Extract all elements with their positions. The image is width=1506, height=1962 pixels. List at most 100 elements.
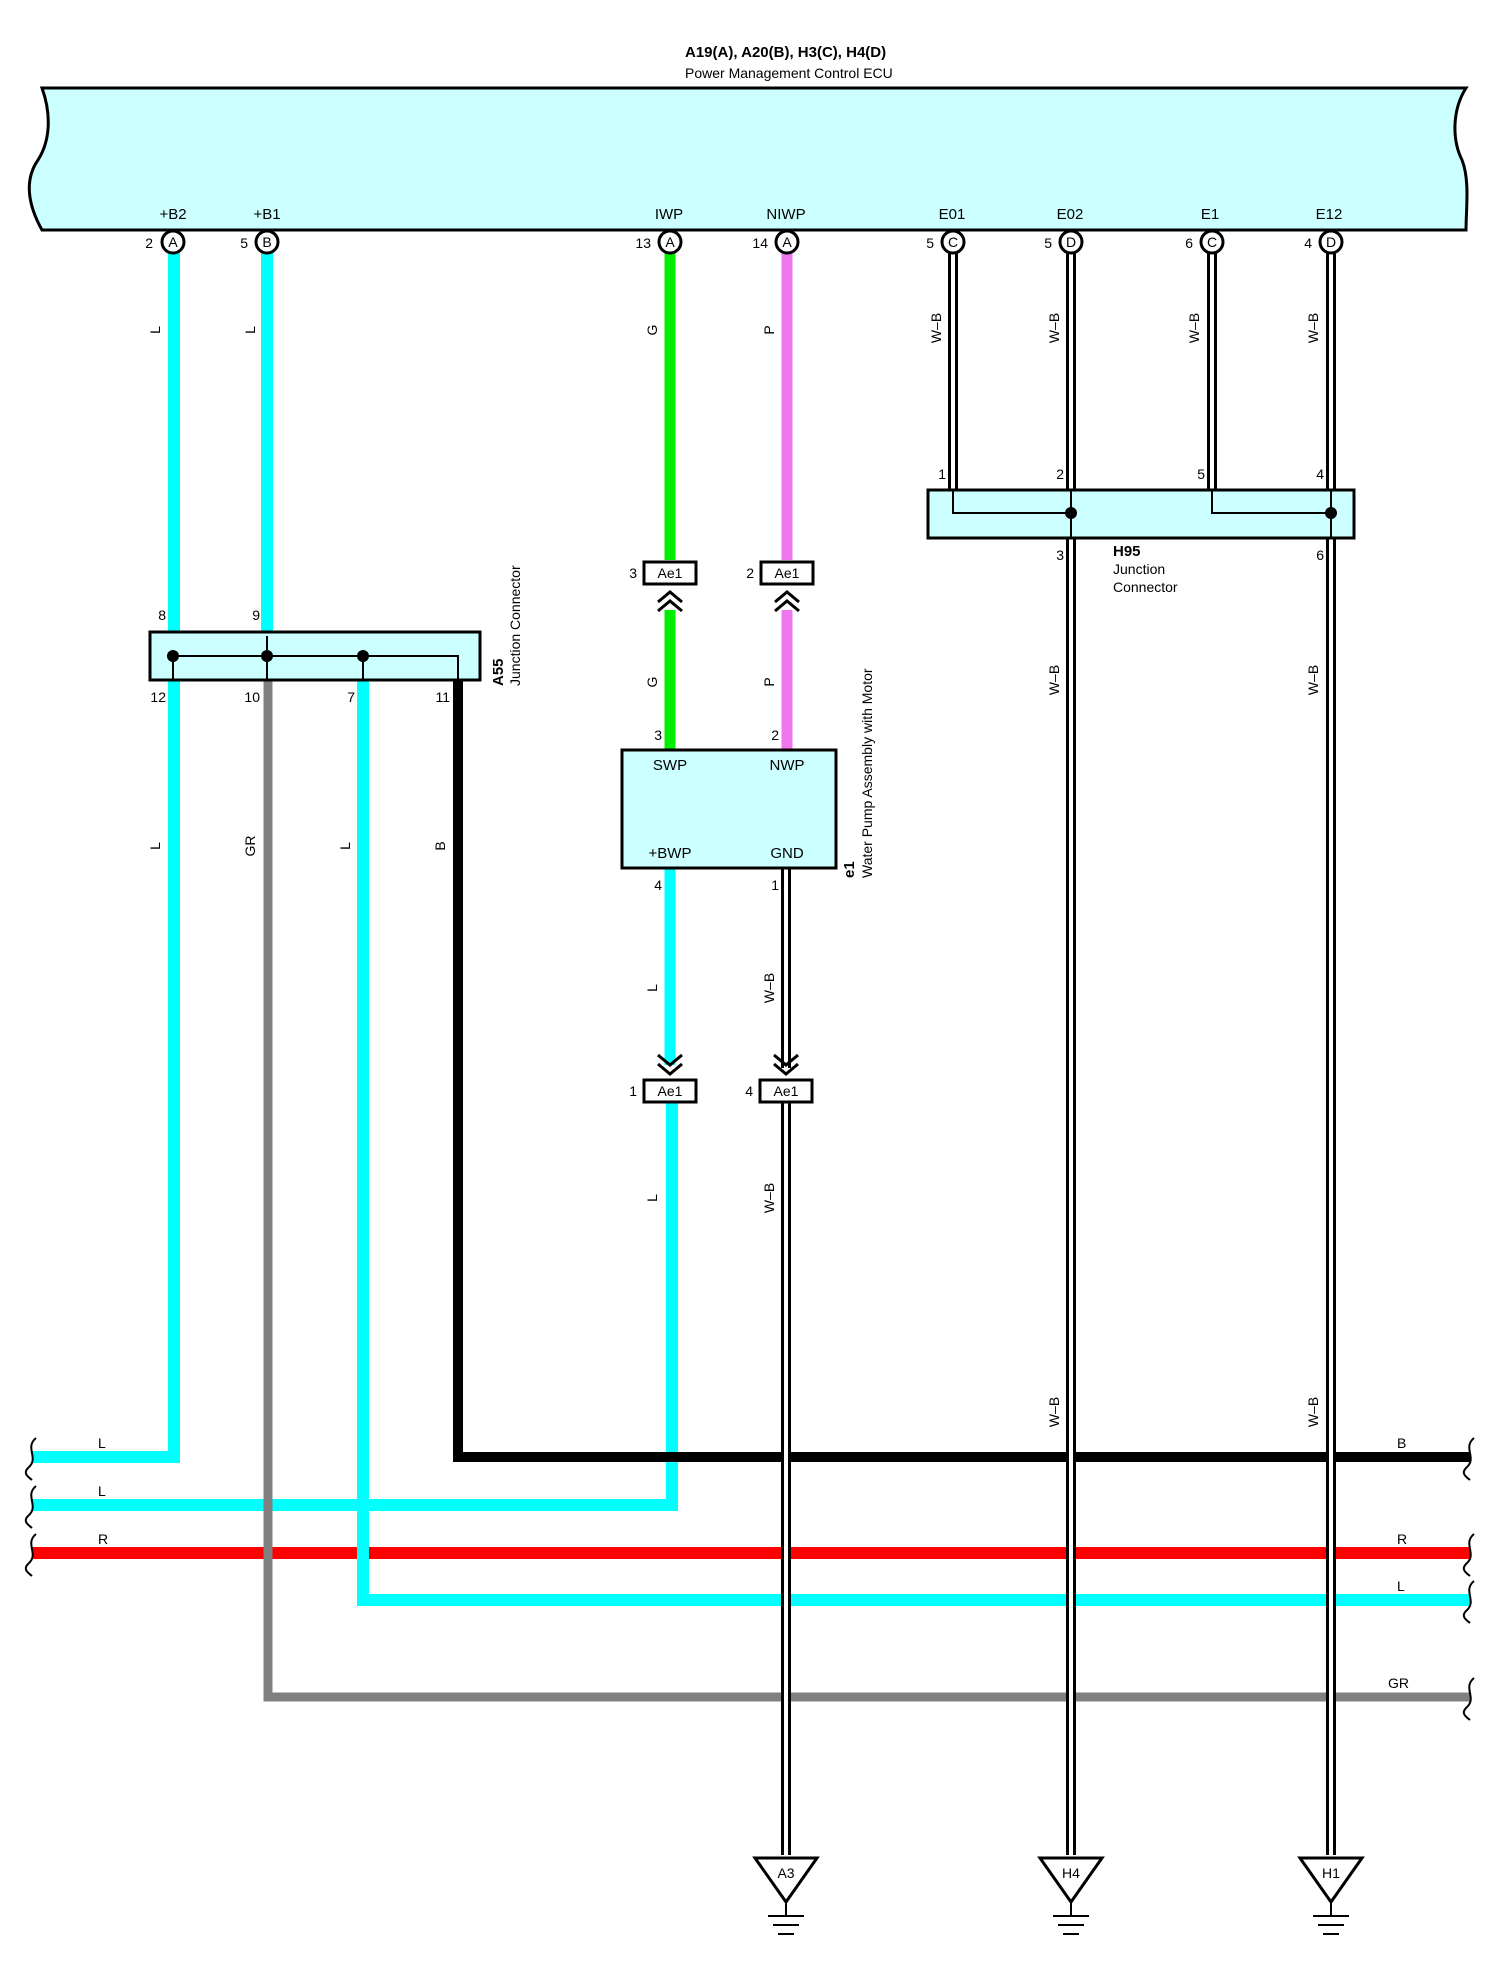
svg-text:C: C (948, 234, 958, 250)
ae1-connector-pin4: Ae1 4 (745, 1053, 814, 1104)
junction-dot (357, 650, 369, 662)
ecu-pin-name-e02: E02 (1057, 206, 1084, 223)
ecu-terminal: C (940, 229, 966, 255)
ecu-pin-num: 14 (752, 235, 768, 251)
wire-label: L (644, 1194, 660, 1202)
wb-wires (781, 242, 1336, 1855)
svg-text:B: B (262, 234, 271, 250)
ecu-terminal: A (774, 229, 800, 255)
pump-terminal-gnd: GND (770, 845, 804, 862)
ecu-name: Power Management Control ECU (685, 65, 893, 81)
pump-pin: 2 (771, 727, 779, 743)
wire-label: W–B (1046, 665, 1062, 695)
pump-pin: 3 (654, 727, 662, 743)
h95-name-line2: Connector (1113, 579, 1178, 595)
svg-text:4: 4 (745, 1083, 753, 1099)
junction-dot (167, 650, 179, 662)
svg-text:A: A (782, 234, 792, 250)
h95-pin: 6 (1316, 547, 1324, 563)
h95-pin: 5 (1197, 466, 1205, 482)
wire-label: W–B (1186, 313, 1202, 343)
ground-h4: H4 (1037, 1856, 1105, 1935)
wire-label: L (242, 326, 258, 334)
wire-label: W–B (1046, 313, 1062, 343)
wire-label: W–B (928, 313, 944, 343)
wire-label: G (644, 325, 660, 336)
pump-terminal-swp: SWP (653, 757, 687, 774)
wire-label: W–B (761, 1183, 777, 1213)
a55-pin: 9 (252, 607, 260, 623)
vertical-wire-labels: L L G P W–B W–B W–B W–B G P L GR L B L W… (147, 313, 1321, 1427)
svg-text:A3: A3 (777, 1865, 794, 1881)
wire-label: B (432, 841, 448, 850)
ecu-pin-name-niwp: NIWP (766, 206, 805, 223)
wire-label: L (147, 326, 163, 334)
wire-label: GR (242, 836, 258, 857)
ecu-body (27, 86, 1469, 232)
bus-right-label: B (1397, 1435, 1406, 1451)
pump-terminal-bwp: +BWP (649, 845, 692, 862)
a55-pin: 11 (435, 689, 450, 705)
ae1-connectors: Ae1 3 Ae1 2 Ae1 1 Ae1 4 (629, 560, 815, 1104)
svg-text:1: 1 (629, 1083, 637, 1099)
ecu-terminal: C (1199, 229, 1225, 255)
water-pump-assembly: SWP NWP +BWP GND 3 2 4 1 e1 Water Pump A… (620, 668, 875, 893)
svg-text:Ae1: Ae1 (774, 1083, 799, 1099)
wire-label: G (644, 677, 660, 688)
grounds: A3 H4 H1 (752, 1856, 1365, 1935)
ecu-pin-name-e1: E1 (1201, 206, 1219, 223)
pump-pin: 1 (771, 877, 779, 893)
bus-left-label: L (98, 1435, 106, 1451)
wire-label: L (147, 842, 163, 850)
ecu-block: A19(A), A20(B), H3(C), H4(D) Power Manag… (27, 44, 1469, 232)
wire-label: P (761, 325, 777, 334)
water-pump-body (620, 748, 838, 870)
h95-pin: 4 (1316, 466, 1324, 482)
pump-pin: 4 (654, 877, 662, 893)
ecu-terminal: B (254, 229, 280, 255)
svg-text:H1: H1 (1322, 1865, 1340, 1881)
bus-right-label: GR (1388, 1675, 1409, 1691)
a55-id: A55 (490, 658, 507, 686)
pump-name: Water Pump Assembly with Motor (859, 668, 875, 878)
wires (32, 242, 1470, 1855)
junction-dot (1325, 507, 1337, 519)
ecu-terminal: D (1058, 229, 1084, 255)
a55-name: Junction Connector (507, 565, 523, 686)
ecu-pin-name-iwp: IWP (655, 206, 683, 223)
wire-label: W–B (1305, 665, 1321, 695)
h95-id: H95 (1113, 543, 1141, 560)
ecu-terminal: A (657, 229, 683, 255)
ecu-terminal: A (160, 229, 186, 255)
ecu-pin-name-b2: +B2 (159, 206, 186, 223)
wire-label: W–B (1046, 1397, 1062, 1427)
svg-text:Ae1: Ae1 (658, 1083, 683, 1099)
ecu-pin-num: 5 (240, 235, 248, 251)
a55-pin: 10 (244, 689, 260, 705)
svg-text:2: 2 (746, 565, 754, 581)
svg-text:C: C (1207, 234, 1217, 250)
a55-pin: 7 (347, 689, 355, 705)
h95-pin: 1 (938, 466, 946, 482)
wire-label: P (761, 677, 777, 686)
h95-pin: 3 (1056, 547, 1064, 563)
bus-right-label: R (1397, 1531, 1407, 1547)
a55-junction-connector: 8 9 12 10 7 11 A55 Junction Connector (148, 565, 523, 705)
break-marks (24, 1437, 1475, 1721)
ae1-connector-pin1: Ae1 1 (629, 1053, 698, 1104)
svg-text:Ae1: Ae1 (658, 565, 683, 581)
pump-id: e1 (841, 861, 858, 878)
ecu-pin-num: 4 (1304, 235, 1312, 251)
ecu-pin-num: 6 (1185, 235, 1193, 251)
h95-pin: 2 (1056, 466, 1064, 482)
wire-label: W–B (1305, 1397, 1321, 1427)
svg-text:D: D (1326, 234, 1336, 250)
junction-dot (261, 650, 273, 662)
bus-left-label: L (98, 1483, 106, 1499)
bus-right-label: L (1397, 1578, 1405, 1594)
junction-dot (1065, 507, 1077, 519)
ecu-pin-name-e12: E12 (1316, 206, 1343, 223)
bus-left-label: R (98, 1531, 108, 1547)
bus-wire-b (453, 676, 1470, 1462)
ecu-terminals: A B A A C D C D 2 5 13 14 5 5 6 4 (145, 229, 1344, 255)
